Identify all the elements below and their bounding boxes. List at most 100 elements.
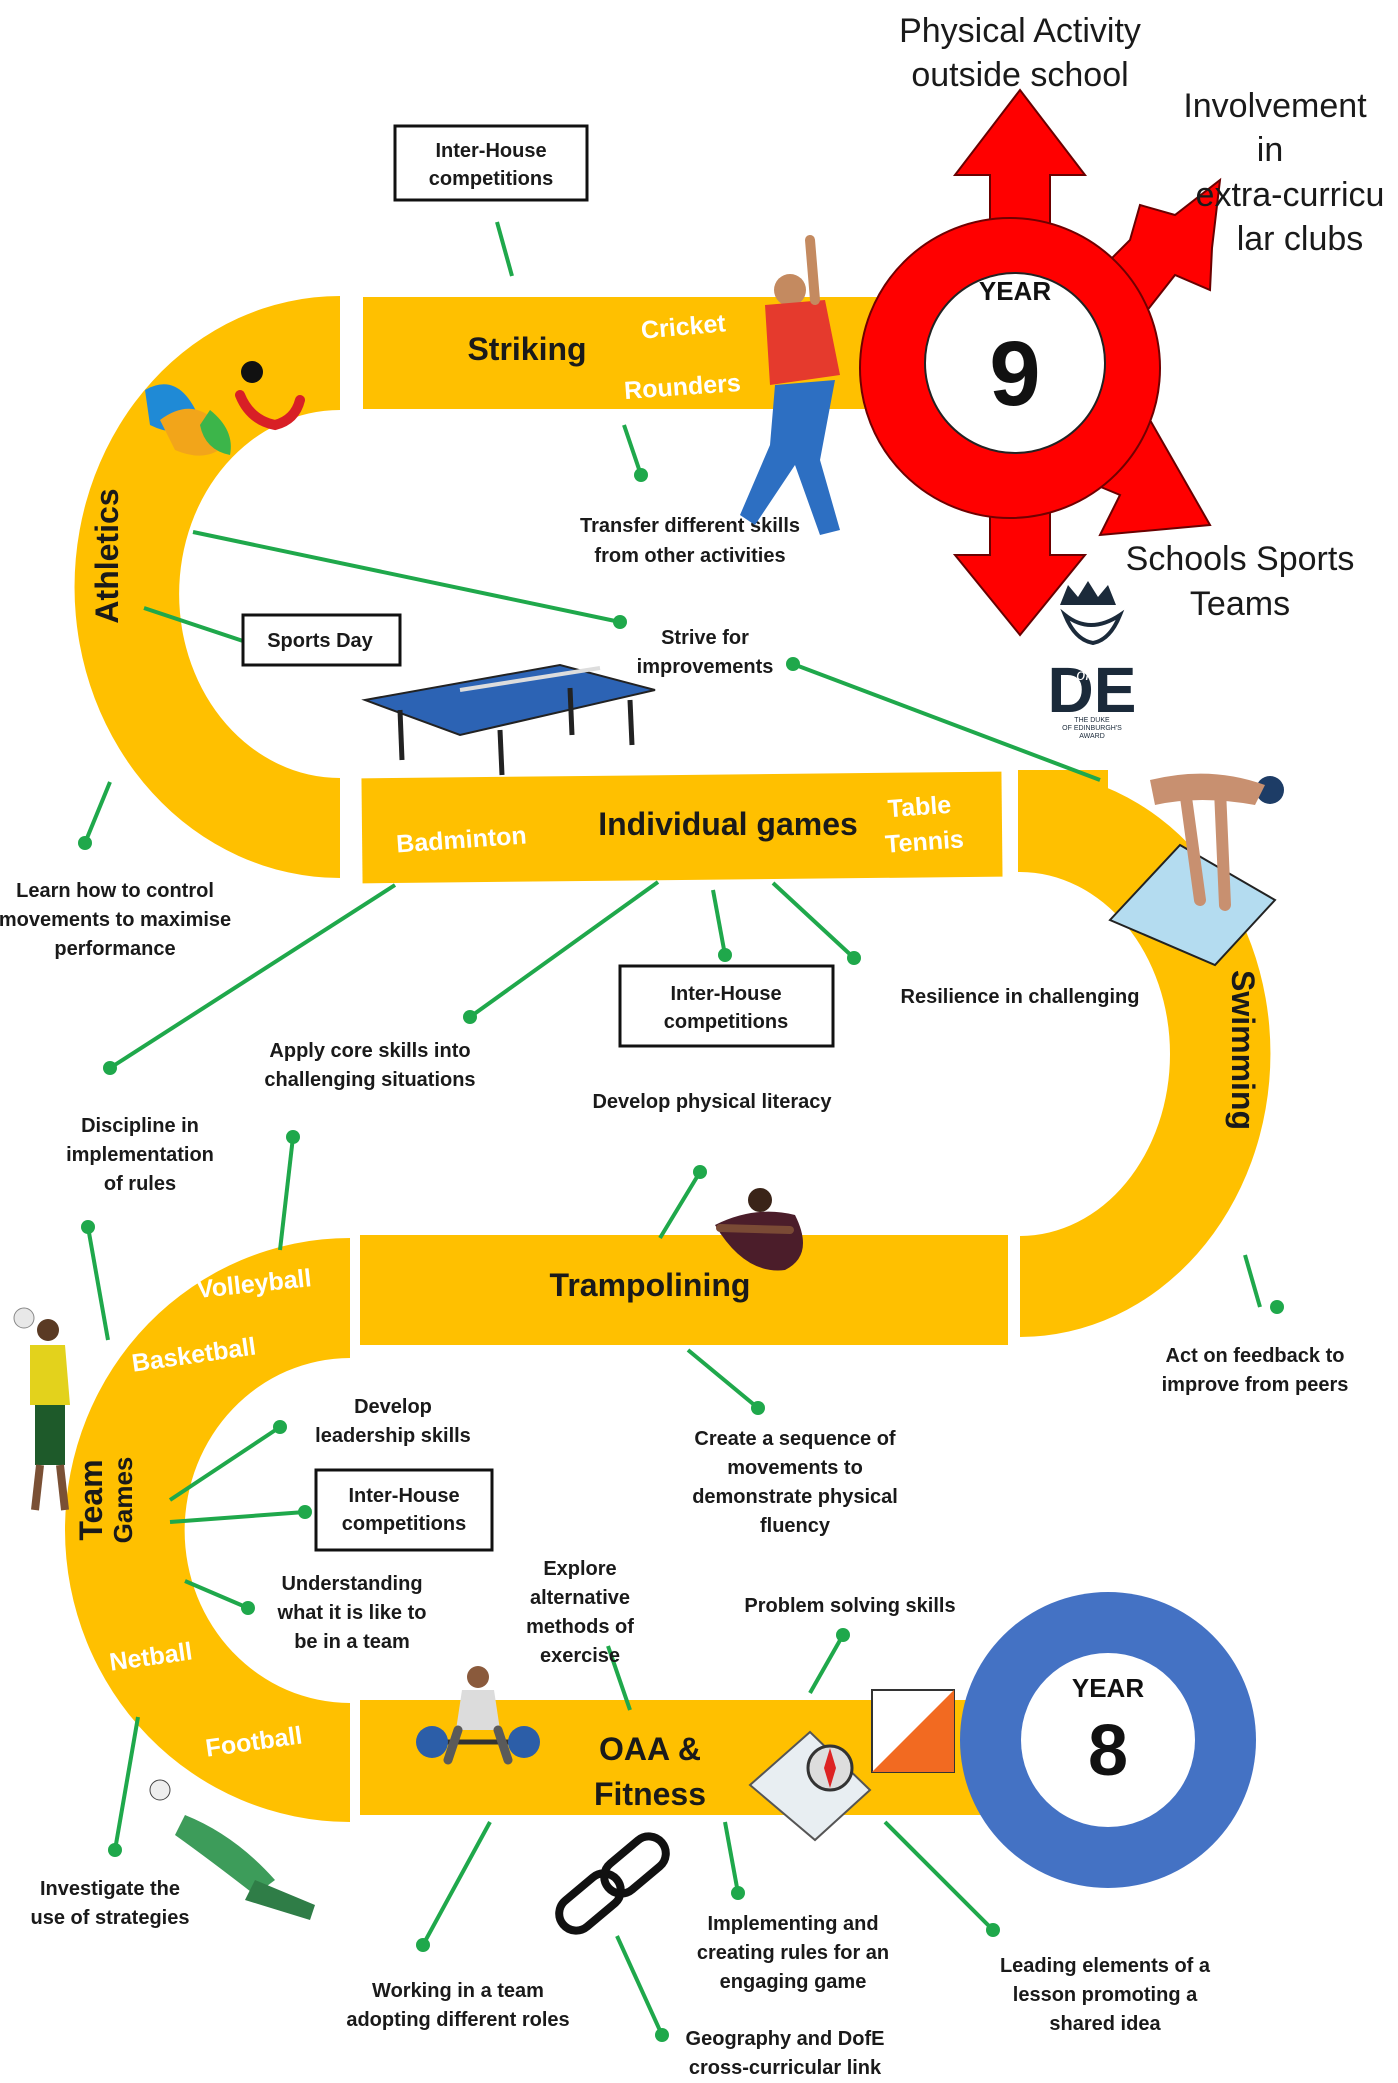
label-discipline-3: of rules <box>104 1173 176 1195</box>
label-leading-2: lesson promoting a <box>1013 1984 1198 2006</box>
svg-text:Sports Day: Sports Day <box>267 630 373 652</box>
sport-table-tennis-2: Tennis <box>884 825 964 858</box>
label-investigate-1: Investigate the <box>40 1878 180 1900</box>
label-control-2: movements to maximise <box>0 909 231 931</box>
feathers-icon <box>1060 608 1125 646</box>
outcome-extra-4: lar clubs <box>1237 220 1364 258</box>
cricket-bowler-icon <box>740 235 840 535</box>
chain-link-icon <box>555 1832 670 1935</box>
trampolining-band <box>360 1235 1008 1345</box>
year8-badge: YEAR 8 <box>960 1592 1256 1888</box>
label-control-1: Learn how to control <box>16 880 214 902</box>
dofe-logo: DE of THE DUKE OF EDINBURGH'S AWARD <box>1048 581 1137 740</box>
label-sequence-2: movements to <box>727 1457 863 1479</box>
individual-games-title: Individual games <box>598 806 858 842</box>
swimming-join <box>1018 770 1108 872</box>
volleyball-player-icon <box>13 1307 70 1511</box>
label-strive-1: Strive for <box>661 627 749 649</box>
skill-labels: Transfer different skills from other act… <box>0 515 1348 2079</box>
svg-text:Inter-House: Inter-House <box>348 1485 459 1507</box>
label-discipline-2: implementation <box>66 1144 214 1166</box>
orienteering-flag-icon <box>871 1689 955 1773</box>
label-explore-4: exercise <box>540 1645 620 1667</box>
outcome-labels: Physical Activity outside school Involve… <box>899 12 1384 623</box>
year8-number: 8 <box>1088 1711 1128 1791</box>
label-control-3: performance <box>54 938 175 960</box>
sport-table-tennis-1: Table <box>887 791 952 823</box>
oaa-title-1: OAA & <box>599 1731 701 1767</box>
dofe-caption-3: AWARD <box>1079 733 1105 740</box>
label-transfer-1: Transfer different skills <box>580 515 800 537</box>
goalkeeper-icon <box>149 1779 315 1920</box>
outcome-physical-activity-1: Physical Activity <box>899 12 1141 50</box>
box-inter-house-top: Inter-House competitions <box>393 124 589 202</box>
athletics-logo-icon <box>145 361 305 456</box>
label-apply-2: challenging situations <box>264 1069 475 1091</box>
dofe-caption-1: THE DUKE <box>1074 717 1110 724</box>
box-inter-house-team: Inter-House competitions <box>314 1468 494 1552</box>
outcome-physical-activity-2: outside school <box>911 56 1128 94</box>
connectors <box>78 221 1284 2042</box>
outcome-extra-2: in <box>1257 131 1283 169</box>
label-understanding-1: Understanding <box>281 1573 422 1595</box>
label-explore-3: methods of <box>526 1616 634 1638</box>
year9-label: YEAR <box>979 276 1051 306</box>
label-geography-2: cross-curricular link <box>689 2057 882 2079</box>
swimming-title: Swimming <box>1225 970 1261 1130</box>
outcome-extra-3: extra-curricu <box>1196 176 1385 214</box>
table-tennis-icon <box>361 663 656 776</box>
compass-icon <box>748 1730 872 1842</box>
year9-badge: YEAR 9 <box>859 217 1161 519</box>
label-sequence-3: demonstrate physical <box>692 1486 898 1508</box>
label-understanding-2: what it is like to <box>277 1602 427 1624</box>
label-leading-3: shared idea <box>1049 2013 1161 2035</box>
team-games-curve <box>65 1238 350 1822</box>
oaa-title-2: Fitness <box>594 1776 706 1812</box>
label-working-2: adopting different roles <box>346 2009 569 2031</box>
trampolining-title: Trampolining <box>550 1267 751 1303</box>
dofe-letters: DE <box>1048 654 1137 726</box>
swimmer-icon <box>1108 773 1284 967</box>
label-sequence-1: Create a sequence of <box>694 1428 896 1450</box>
label-sequence-4: fluency <box>760 1515 831 1537</box>
athletics-title: Athletics <box>89 488 125 623</box>
striking-title: Striking <box>467 331 586 367</box>
box-inter-house-mid: Inter-House competitions <box>618 964 835 1048</box>
outcome-extra-1: Involvement <box>1183 87 1367 125</box>
dofe-of: of <box>1076 667 1091 684</box>
label-explore-2: alternative <box>530 1587 630 1609</box>
svg-text:Inter-House: Inter-House <box>670 983 781 1005</box>
label-investigate-2: use of strategies <box>31 1907 190 1929</box>
label-feedback-2: improve from peers <box>1162 1374 1349 1396</box>
team-games-title-1: Team <box>73 1459 109 1540</box>
label-literacy: Develop physical literacy <box>592 1091 832 1113</box>
year9-number: 9 <box>989 323 1040 425</box>
outcome-teams-2: Teams <box>1190 585 1290 623</box>
label-leadership-2: leadership skills <box>315 1425 471 1447</box>
label-geography-1: Geography and DofE <box>686 2028 885 2050</box>
label-strive-2: improvements <box>637 656 774 678</box>
individual-games-band <box>361 771 1003 884</box>
year8-label: YEAR <box>1072 1673 1144 1703</box>
athletics-curve <box>74 296 340 878</box>
svg-text:competitions: competitions <box>342 1513 466 1535</box>
label-explore-1: Explore <box>543 1558 616 1580</box>
outcome-teams-1: Schools Sports <box>1126 540 1355 578</box>
svg-text:competitions: competitions <box>429 168 553 190</box>
label-resilience: Resilience in challenging <box>901 986 1140 1008</box>
weightlifter-icon <box>416 1666 540 1765</box>
label-problem-solving: Problem solving skills <box>744 1595 955 1617</box>
label-working-1: Working in a team <box>372 1980 544 2002</box>
crown-icon <box>1060 581 1116 605</box>
label-feedback-1: Act on feedback to <box>1166 1345 1345 1367</box>
trampolinist-icon <box>715 1188 803 1271</box>
box-sports-day: Sports Day <box>241 613 402 667</box>
label-leadership-1: Develop <box>354 1396 432 1418</box>
label-understanding-3: be in a team <box>294 1631 410 1653</box>
label-implementing-1: Implementing and <box>707 1913 878 1935</box>
dofe-caption-2: OF EDINBURGH'S <box>1062 725 1122 732</box>
label-discipline-1: Discipline in <box>81 1115 199 1137</box>
label-implementing-2: creating rules for an <box>697 1942 889 1964</box>
label-leading-1: Leading elements of a <box>1000 1955 1211 1977</box>
